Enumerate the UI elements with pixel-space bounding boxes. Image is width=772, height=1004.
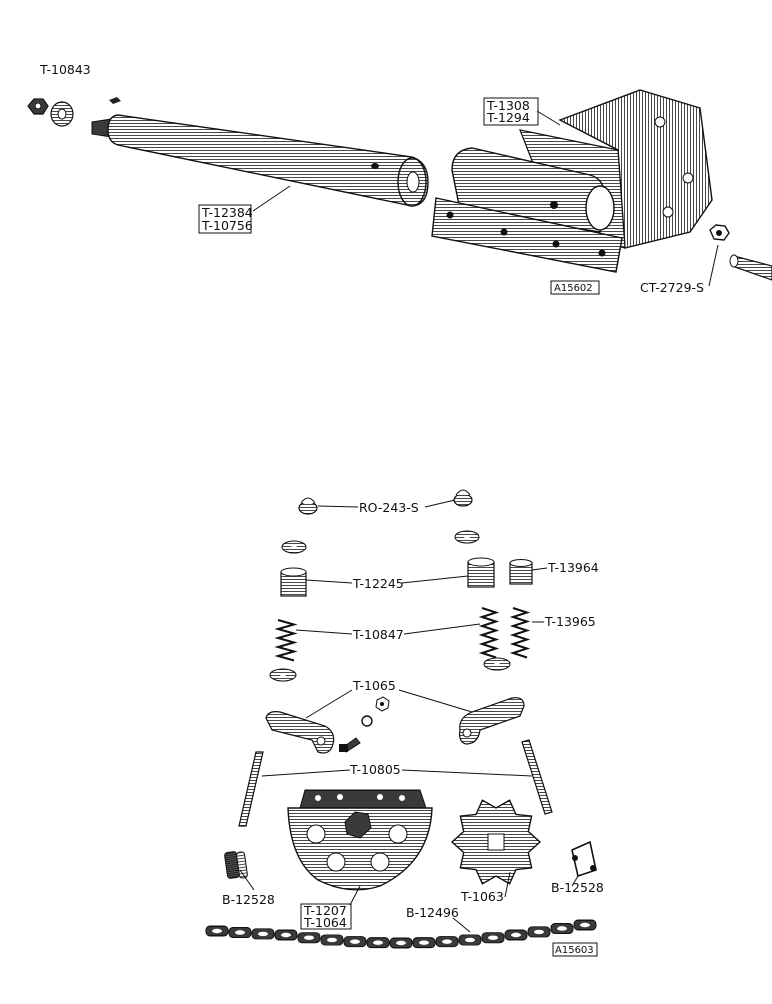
- arm-left: [265, 711, 335, 754]
- label-t13964: T-13964: [547, 560, 599, 575]
- label-box-shaft: [198, 204, 252, 234]
- bushing-small: [509, 559, 533, 585]
- ref-box-bottom: [552, 942, 598, 957]
- cap-nut-left: [298, 497, 318, 515]
- spring-coil: [509, 607, 531, 659]
- label-ro243s: RO-243-S: [359, 500, 419, 515]
- label-t1063: T-1063: [460, 889, 504, 904]
- bushing-right: [467, 557, 495, 588]
- bracket-part: [431, 89, 713, 273]
- label-b12528-left: B-12528: [222, 892, 275, 907]
- label-t10847: T-10847: [352, 627, 404, 642]
- label-b12528-right: B-12528: [551, 880, 604, 895]
- ref-box-top: [550, 280, 600, 295]
- label-t10805: T-10805: [349, 762, 401, 777]
- bolt-part: [709, 224, 772, 281]
- hex-nut-part: [27, 98, 49, 115]
- sprocket-part: [450, 799, 542, 885]
- bushing-left: [280, 567, 307, 597]
- label-box-disc: [300, 903, 352, 930]
- label-box-bracket: [483, 97, 539, 126]
- top-leaders: [252, 110, 719, 287]
- ref-a15602: A15602: [554, 283, 593, 294]
- label-t12384: T-12384: [201, 205, 253, 220]
- label-t10756: T-10756: [201, 218, 253, 233]
- label-t1065: T-1065: [352, 678, 396, 693]
- bottom-leaders: [239, 499, 579, 933]
- pin-right: [521, 739, 553, 815]
- label-t1207: T-1207: [303, 903, 347, 918]
- center-bolt: [339, 696, 390, 753]
- springs: [274, 607, 531, 662]
- link-right: [571, 840, 597, 878]
- label-t13965: T-13965: [544, 614, 596, 629]
- link-left: [224, 851, 248, 879]
- pin-left: [238, 751, 264, 827]
- spring-coil: [478, 607, 500, 659]
- key-part: [109, 97, 121, 104]
- label-t1064: T-1064: [303, 915, 347, 930]
- spring-coil: [274, 619, 298, 662]
- top-figure: T-10843 T-12384 T-10756 T-1308 T-1294 CT…: [27, 62, 772, 295]
- bottom-figure: RO-243-S T-12245 T-13964 T-10847 T-13965…: [205, 489, 604, 957]
- label-t12245: T-12245: [352, 576, 404, 591]
- cap-nut-right: [453, 489, 473, 507]
- label-ct2729s: CT-2729-S: [640, 280, 704, 295]
- washer-part: [50, 101, 74, 127]
- shaft-part: [91, 114, 429, 207]
- label-t1308: T-1308: [486, 98, 530, 113]
- disc-part: [287, 789, 433, 891]
- ref-a15603: A15603: [555, 945, 594, 956]
- arm-right: [459, 697, 525, 745]
- label-t10843: T-10843: [39, 62, 91, 77]
- label-b12496: B-12496: [406, 905, 459, 920]
- label-t1294: T-1294: [486, 110, 530, 125]
- chain-part: [205, 919, 597, 949]
